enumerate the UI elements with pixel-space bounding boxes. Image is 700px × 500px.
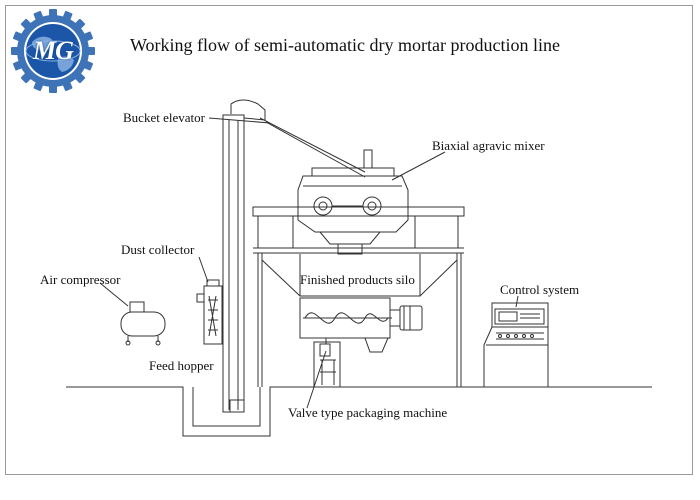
label-biaxial-mixer: Biaxial agravic mixer	[432, 138, 545, 153]
page-frame	[5, 5, 693, 475]
packaging-machine	[313, 338, 341, 388]
label-dust-collector: Dust collector	[121, 242, 195, 257]
dust-collector	[196, 279, 223, 345]
finished-products-silo	[299, 254, 423, 353]
label-finished-products-silo: Finished products silo	[300, 272, 415, 287]
control-system-console	[483, 302, 549, 388]
label-bucket-elevator: Bucket elevator	[123, 110, 205, 125]
label-packaging-machine: Valve type packaging machine	[288, 405, 448, 420]
company-logo: MG	[10, 8, 96, 94]
label-air-compressor: Air compressor	[40, 272, 121, 287]
steel-platform	[252, 206, 465, 387]
logo-text: MG	[33, 36, 74, 65]
diagram-title: Working flow of semi-automatic dry morta…	[130, 35, 560, 55]
leader-lines	[99, 117, 519, 409]
gear-globe-logo-icon	[11, 9, 95, 93]
bucket-elevator	[222, 99, 366, 413]
biaxial-mixer	[297, 149, 409, 255]
label-feed-hopper: Feed hopper	[149, 358, 214, 373]
label-control-system: Control system	[500, 282, 580, 297]
air-compressor	[120, 301, 166, 346]
